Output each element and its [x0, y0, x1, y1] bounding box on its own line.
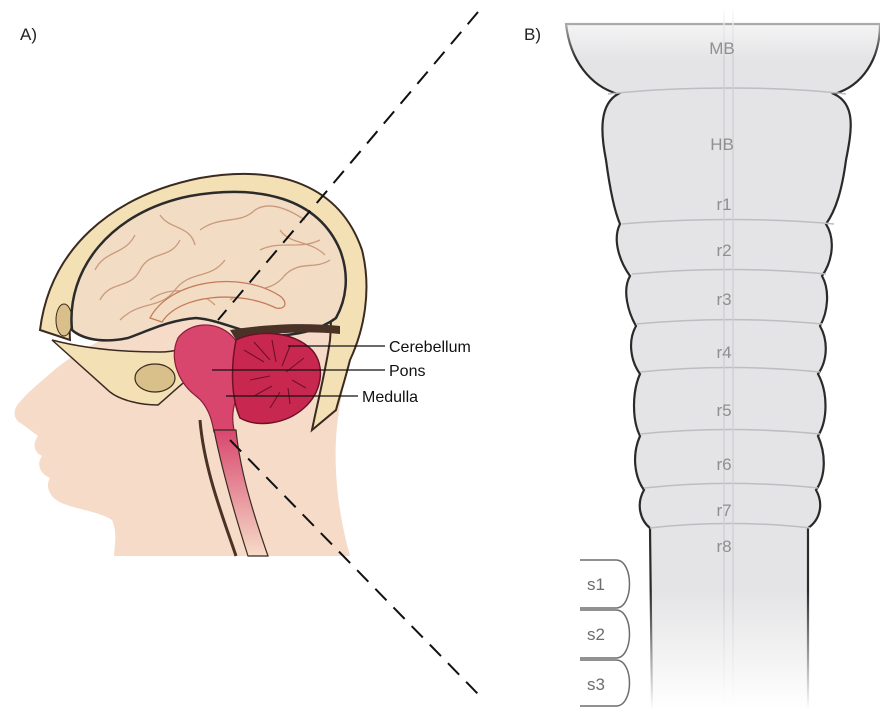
callout-cerebellum: Cerebellum — [389, 339, 471, 356]
segment-label-r4: r4 — [716, 343, 731, 362]
panel-a: A) — [15, 12, 478, 694]
segment-label-r8: r8 — [716, 537, 731, 556]
panel-b-label: B) — [524, 25, 541, 44]
panel-b: B) MB HB r1 r2 r3 r4 r5 r6 r7 — [524, 0, 880, 709]
somite-label-s3: s3 — [587, 675, 605, 694]
callout-pons: Pons — [389, 363, 425, 380]
somite-label-s1: s1 — [587, 575, 605, 594]
segment-label-r5: r5 — [716, 401, 731, 420]
sinus-cavity — [135, 364, 175, 392]
segment-label-r1: r1 — [716, 195, 731, 214]
panel-a-label: A) — [20, 25, 37, 44]
segment-label-hb: HB — [710, 135, 734, 154]
somite-label-s2: s2 — [587, 625, 605, 644]
frontal-sinus — [56, 304, 72, 336]
segment-label-r7: r7 — [716, 501, 731, 520]
segment-label-r3: r3 — [716, 290, 731, 309]
segment-label-r6: r6 — [716, 455, 731, 474]
segment-label-mb: MB — [709, 39, 735, 58]
callout-medulla: Medulla — [362, 389, 418, 406]
segment-label-r2: r2 — [716, 241, 731, 260]
